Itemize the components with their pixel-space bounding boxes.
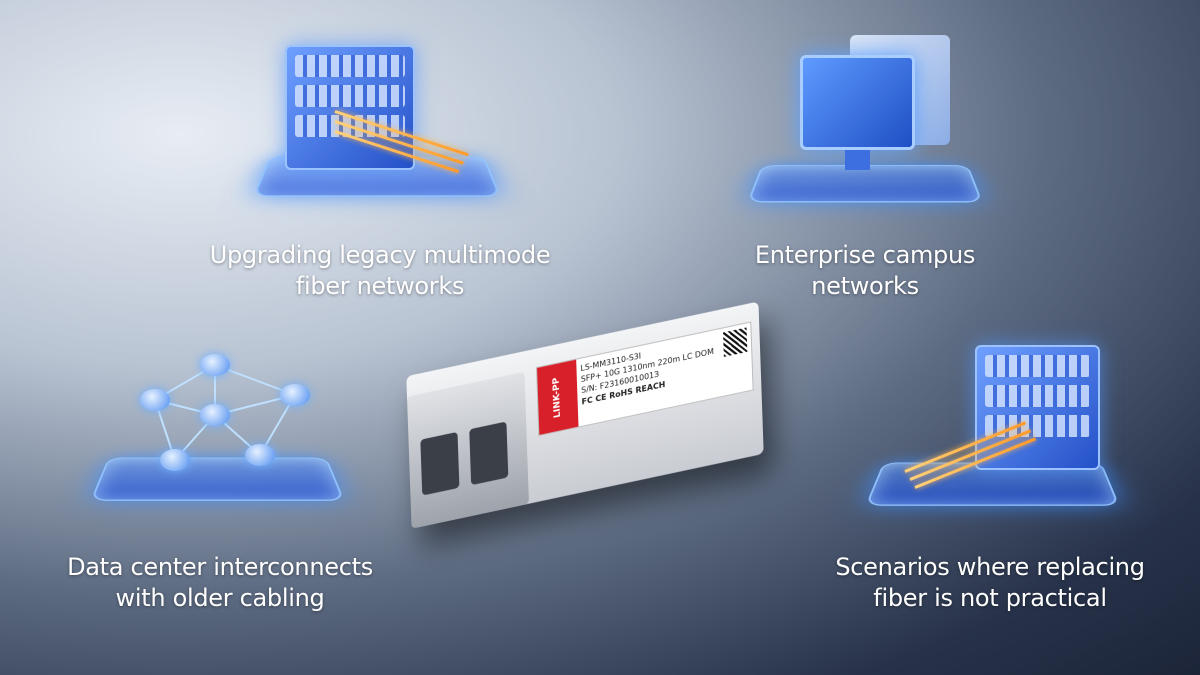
node <box>140 389 170 411</box>
node <box>200 404 230 426</box>
caption-line: networks <box>811 272 919 300</box>
node <box>160 449 190 471</box>
sfp-transceiver-module: LINK-PP LS-MM3110-S3I SFP+ 10G 1310nm 22… <box>406 301 764 529</box>
node <box>245 444 275 466</box>
caption-line: fiber networks <box>295 272 465 300</box>
caption-line: Scenarios where replacing <box>835 553 1145 581</box>
caption-line: Upgrading legacy multimode <box>209 241 551 269</box>
brand-logo: LINK-PP <box>537 359 579 435</box>
monitor-chart-icon <box>800 35 950 175</box>
node <box>280 384 310 406</box>
caption-line: with older cabling <box>115 584 325 612</box>
sfp-cage <box>406 371 529 529</box>
node <box>200 354 230 376</box>
caption-legacy-multimode: Upgrading legacy multimode fiber network… <box>200 240 560 302</box>
caption-line: Data center interconnects <box>67 553 373 581</box>
caption-line: Enterprise campus <box>754 241 976 269</box>
caption-enterprise-campus: Enterprise campus networks <box>715 240 1015 302</box>
server-rack-icon <box>975 345 1100 470</box>
qr-code-icon <box>723 327 748 357</box>
product-label: LINK-PP LS-MM3110-S3I SFP+ 10G 1310nm 22… <box>536 321 754 437</box>
lc-port <box>420 431 460 496</box>
caption-replacing-fiber: Scenarios where replacing fiber is not p… <box>820 552 1160 614</box>
caption-data-center: Data center interconnects with older cab… <box>50 552 390 614</box>
caption-line: fiber is not practical <box>873 584 1107 612</box>
server-rack-icon <box>285 45 415 170</box>
lc-port <box>469 421 509 486</box>
network-nodes-icon <box>110 340 330 500</box>
